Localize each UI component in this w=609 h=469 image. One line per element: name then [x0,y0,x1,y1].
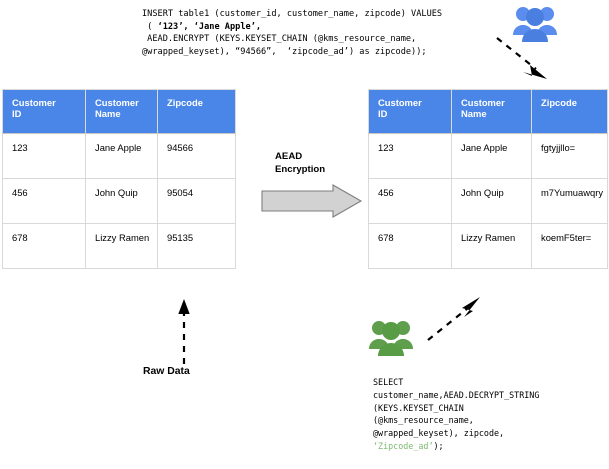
header-line-1: Customer [378,97,422,108]
cell-zipcode-encrypted: m7Yumuawqry [531,178,608,224]
header-line-1: Zipcode [541,97,577,108]
aead-label-line-1: AEAD [275,151,303,162]
column-header-customer-name: Customer Name [451,89,532,134]
code-line: ( ‘123’, ‘Jane Apple’, [142,21,442,34]
people-group-icon [512,2,558,51]
code-line: INSERT table1 (customer_id, customer_nam… [142,8,442,21]
header-line-1: Zipcode [167,97,203,108]
code-run: (@kms_resource_name, [373,415,474,426]
select-sql-statement: SELECT customer_name,AEAD.DECRYPT_STRING (… [373,376,539,453]
cell-zipcode: 95054 [157,178,236,224]
code-line: AEAD.ENCRYPT (KEYS.KEYSET_CHAIN (@kms_re… [142,33,442,46]
table-row: 678 Lizzy Ramen koemF5ter= [368,223,608,269]
header-line-2: ID [378,108,388,119]
people-group-icon [368,316,414,365]
table-header-row: Customer ID Customer Name Zipcode [368,89,608,134]
header-line-2: Name [95,108,121,119]
insert-sql-statement: INSERT table1 (customer_id, customer_nam… [142,8,442,58]
cell-customer-name: Jane Apple [85,133,158,179]
table-left: Customer ID Customer Name Zipcode 123 Ja… [2,89,236,269]
aead-encryption-label: AEAD Encryption [275,151,325,176]
code-line: @wrapped_keyset), “94566”, ‘zipcode_ad’)… [142,46,442,59]
code-run: @wrapped_keyset), “94566”, ‘zipcode_ad’)… [142,46,427,57]
cell-customer-id: 123 [368,133,452,179]
dashed-arrow-up-icon [175,298,193,371]
header-line-1: Customer [12,97,56,108]
header-line-1: Customer [95,97,139,108]
cell-customer-id: 456 [368,178,452,224]
aead-label-line-2: Encryption [275,163,326,175]
cell-customer-name: John Quip [85,178,158,224]
code-run: (KEYS.KEYSET_CHAIN [373,402,464,413]
code-run: ‘123’, ‘Jane Apple’, [157,21,262,32]
dashed-arrow-up-right-icon [424,292,486,349]
table-header-row: Customer ID Customer Name Zipcode [2,89,236,134]
cell-zipcode: 95135 [157,223,236,269]
code-run: ‘Zipcode_ad’ [373,440,434,451]
cell-customer-id: 678 [2,223,86,269]
header-line-1: Customer [461,97,505,108]
column-header-zipcode: Zipcode [157,89,236,134]
column-header-customer-id: Customer ID [2,89,86,134]
cell-zipcode: 94566 [157,133,236,179]
table-row: 678 Lizzy Ramen 95135 [2,223,236,269]
cell-customer-name: Lizzy Ramen [451,223,532,269]
encrypted-data-table: Customer ID Customer Name Zipcode 123 Ja… [368,89,608,269]
code-run: customer_name,AEAD.DECRYPT_STRING [373,389,540,400]
column-header-customer-name: Customer Name [85,89,158,134]
table-row: 123 Jane Apple 94566 [2,133,236,179]
code-run: ( [142,21,158,32]
table-row: 456 John Quip 95054 [2,178,236,224]
cell-zipcode-encrypted: koemF5ter= [531,223,608,269]
cell-customer-name: John Quip [451,178,532,224]
code-run: INSERT table1 (customer_id, customer_nam… [142,9,443,19]
code-line: @wrapped_keyset), zipcode, [373,427,539,440]
cell-zipcode-encrypted: fgtyjjllo= [531,133,608,179]
cell-customer-name: Lizzy Ramen [85,223,158,269]
code-run: @wrapped_keyset), zipcode, [373,428,505,439]
block-arrow-right-icon [261,184,363,223]
code-run: SELECT [373,377,404,387]
plaintext-data-table: Customer ID Customer Name Zipcode 123 Ja… [2,89,236,269]
raw-data-label: Raw Data [143,366,190,377]
cell-customer-id: 678 [368,223,452,269]
code-run: ); [433,440,444,451]
header-line-2: ID [12,108,22,119]
dashed-arrow-down-right-icon [494,36,554,89]
table-right: Customer ID Customer Name Zipcode 123 Ja… [368,89,608,269]
code-line: SELECT [373,376,539,389]
code-run: AEAD.ENCRYPT (KEYS.KEYSET_CHAIN (@kms_re… [142,34,417,45]
column-header-customer-id: Customer ID [368,89,452,134]
table-row: 456 John Quip m7Yumuawqry [368,178,608,224]
code-line: ‘Zipcode_ad’); [373,440,539,453]
code-line: (@kms_resource_name, [373,414,539,427]
code-line: (KEYS.KEYSET_CHAIN [373,402,539,415]
cell-customer-id: 123 [2,133,86,179]
header-line-2: Name [461,108,487,119]
cell-customer-name: Jane Apple [451,133,532,179]
cell-customer-id: 456 [2,178,86,224]
column-header-zipcode: Zipcode [531,89,608,134]
code-line: customer_name,AEAD.DECRYPT_STRING [373,389,539,402]
table-row: 123 Jane Apple fgtyjjllo= [368,133,608,179]
